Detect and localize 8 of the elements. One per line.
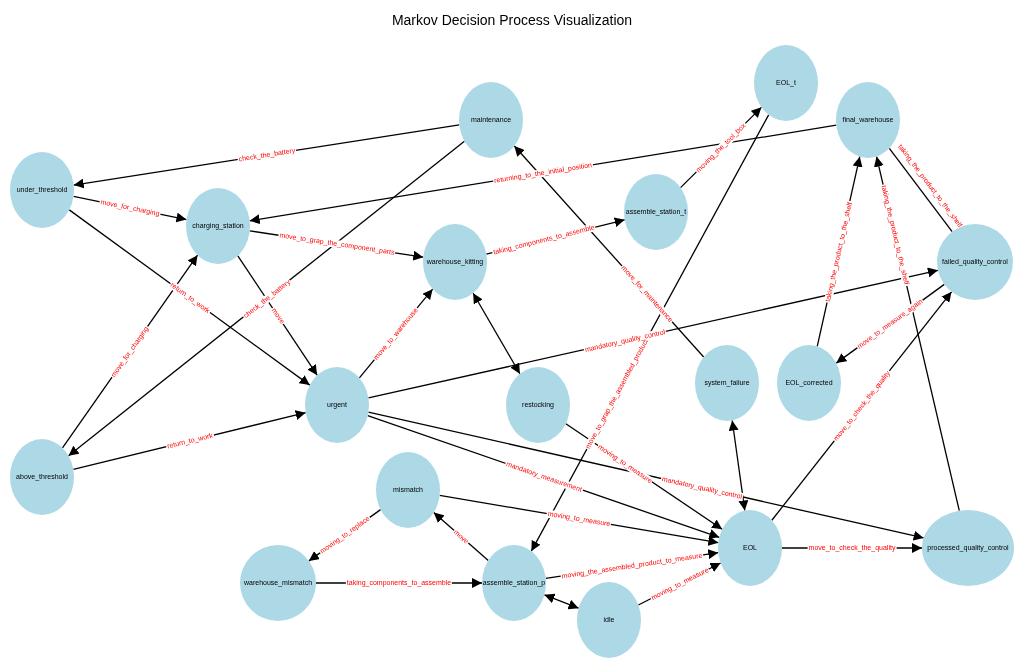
arrow xyxy=(472,292,521,375)
chart-title: Markov Decision Process Visualization xyxy=(391,11,633,30)
arrow xyxy=(543,593,580,610)
state-ellipse xyxy=(506,367,570,443)
arrow xyxy=(728,419,749,512)
state-ellipse xyxy=(718,510,782,586)
state-ellipse xyxy=(459,82,523,158)
state-ellipse xyxy=(305,367,369,443)
